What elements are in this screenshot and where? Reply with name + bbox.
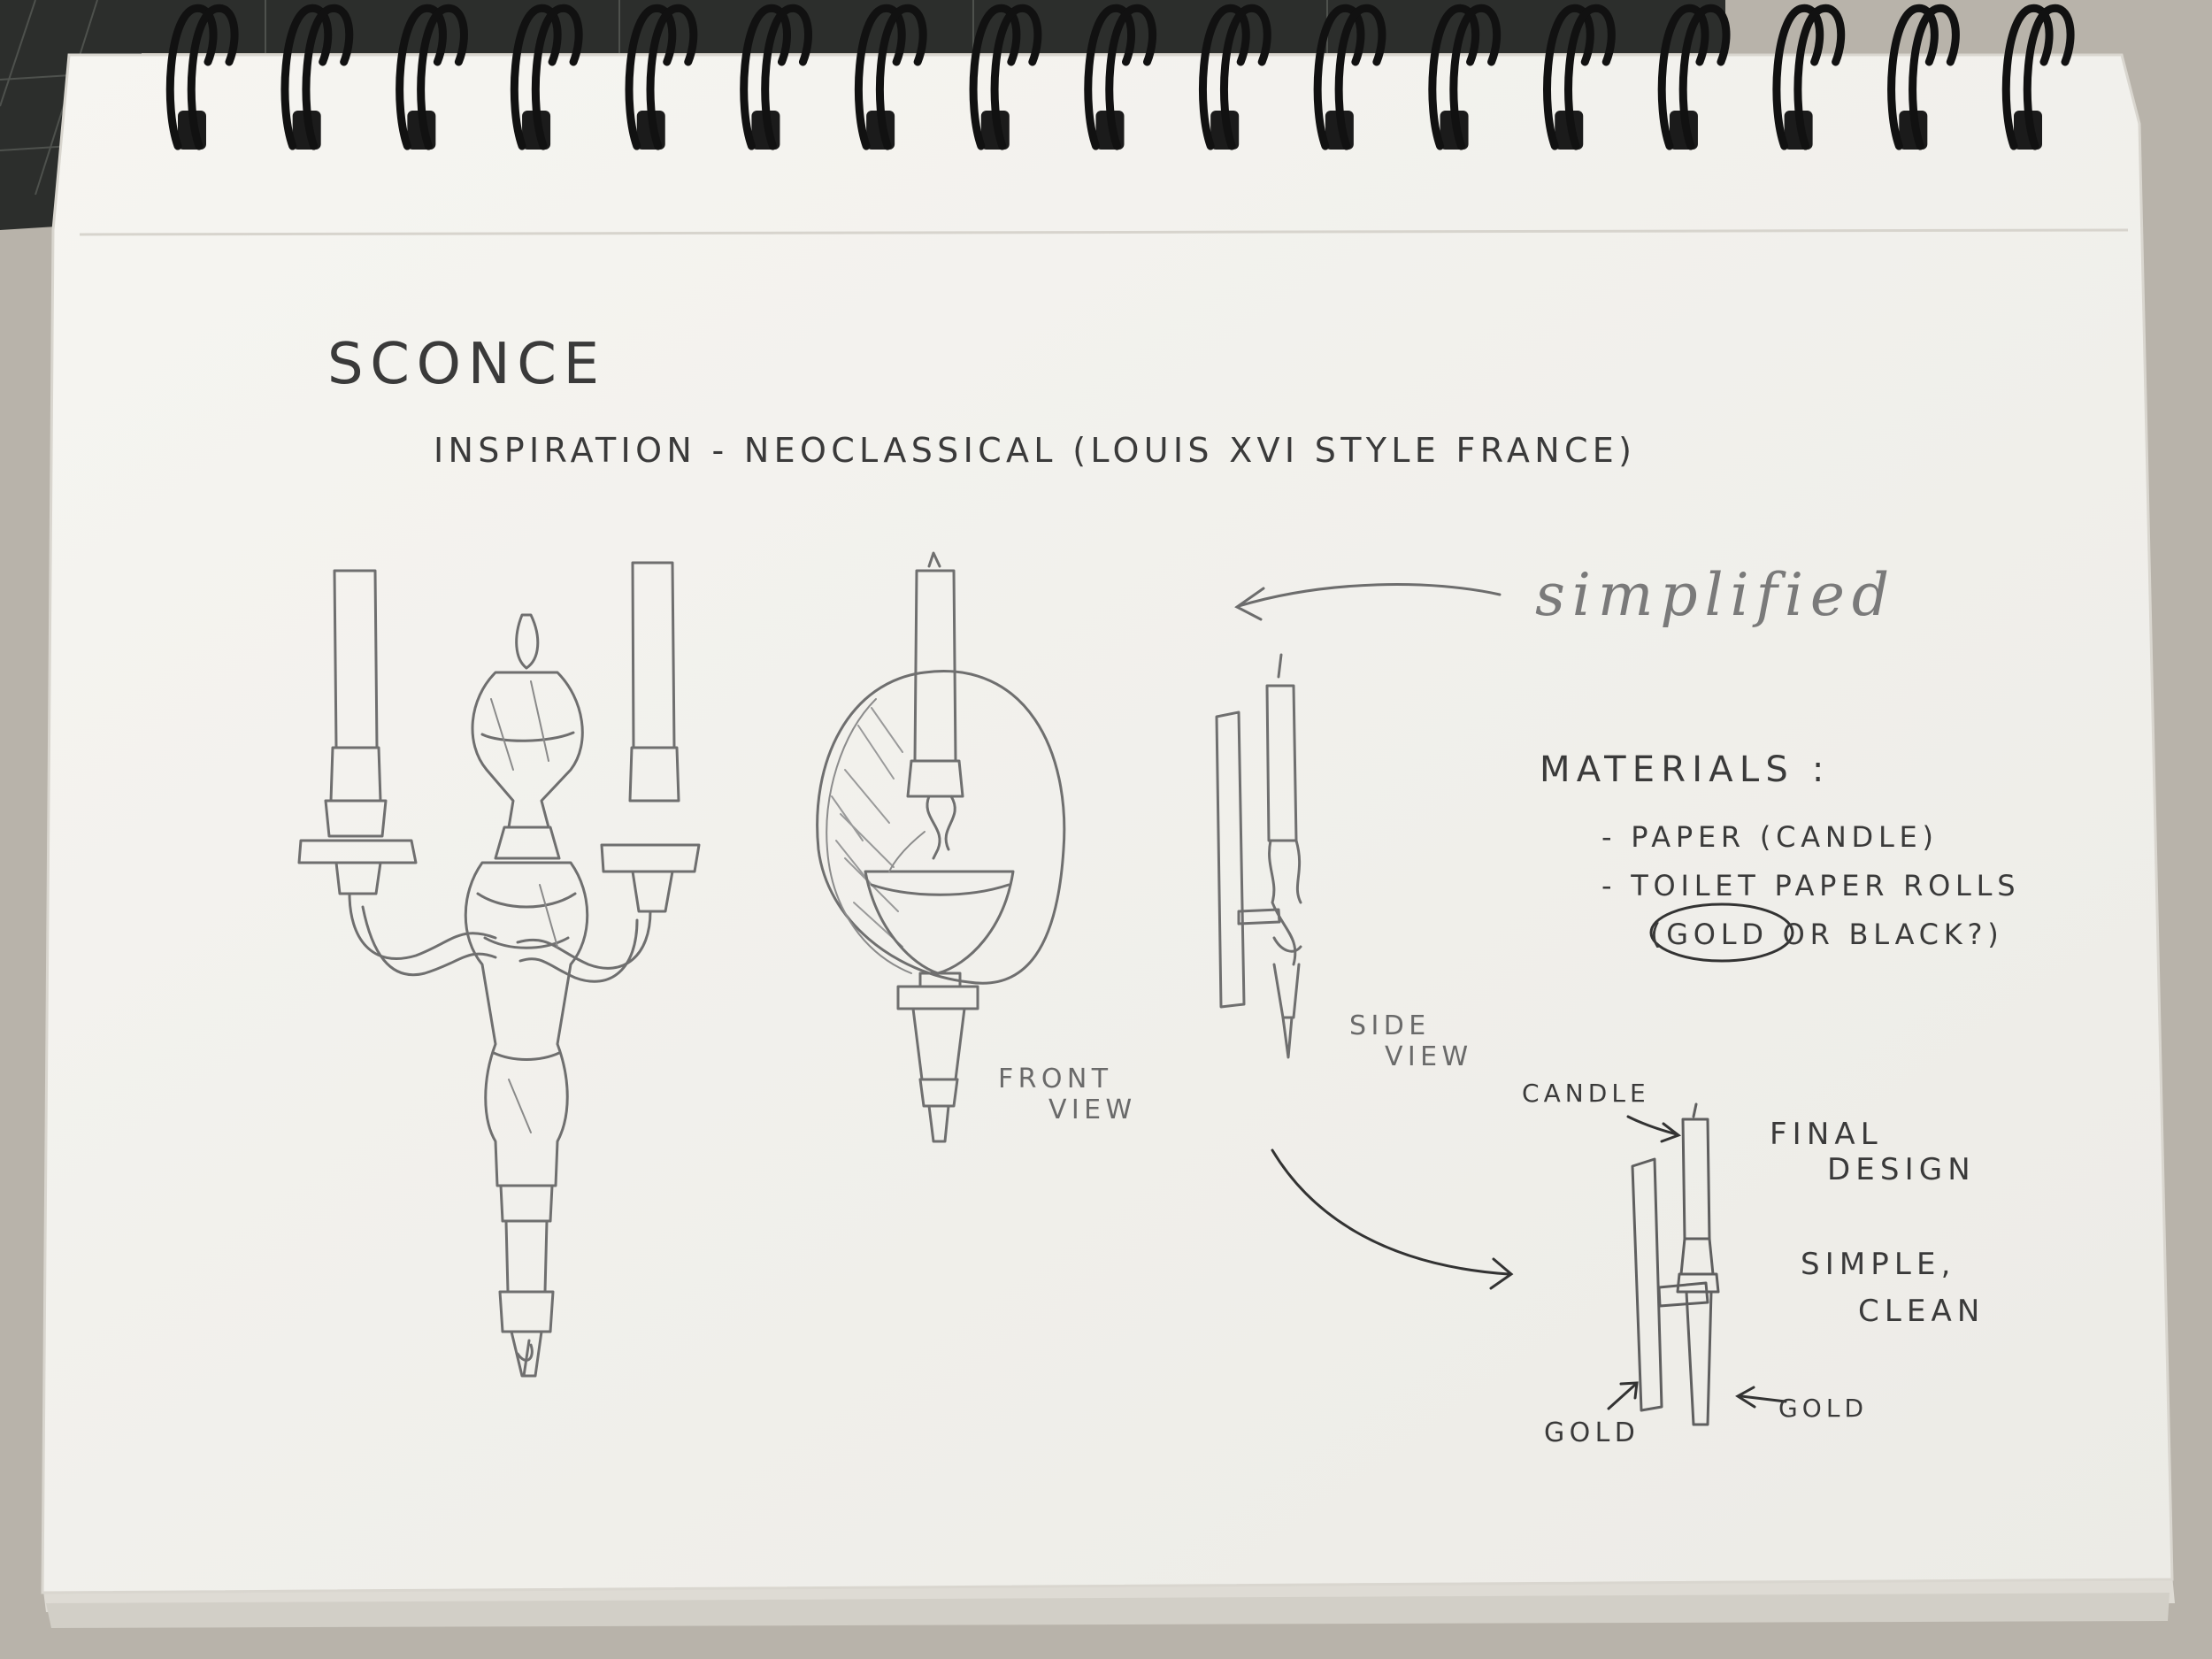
final-design-arrow [1271, 1148, 1514, 1290]
spiral-coil [510, 4, 562, 150]
spiral-coil [761, 4, 812, 150]
spiral-coil [854, 4, 906, 150]
spiral-coil [187, 4, 239, 150]
spiral-coil [2023, 4, 2075, 150]
perforation-line [79, 228, 2129, 236]
gold-circle [1649, 902, 1794, 963]
spiral-coil [417, 4, 468, 150]
spiral-coil [625, 4, 677, 150]
side-view-label-line2: VIEW [1385, 1041, 1473, 1072]
spiral-coil [1198, 4, 1250, 150]
front-view-label-line2: VIEW [1048, 1094, 1137, 1125]
ornate-sconce-sketch [297, 561, 701, 1378]
final-design-sketch [1631, 1102, 1720, 1426]
spiral-coil [280, 4, 333, 150]
spiral-coil [875, 4, 927, 150]
spiral-coil [2001, 4, 2054, 150]
front-view-label-line1: FRONT [998, 1064, 1113, 1094]
side-view-label-line1: SIDE [1349, 1010, 1431, 1041]
simplified-label: simplified [1535, 561, 1897, 629]
spiral-coil [396, 4, 447, 150]
spiral-coil [969, 4, 1021, 150]
spiral-coil [1334, 4, 1386, 150]
spiral-coil [646, 4, 698, 150]
spiral-coil [1772, 4, 1824, 150]
spiral-coil [1543, 4, 1594, 150]
spiral-coil [302, 4, 354, 150]
spiral-coil [1105, 4, 1156, 150]
spiral-coil [740, 4, 791, 150]
final-gold-right-label: GOLD [1778, 1394, 1869, 1423]
materials-item-paper: - PAPER (CANDLE) [1601, 820, 1939, 854]
spiral-coil [1657, 4, 1709, 150]
paper-sheet [41, 53, 2174, 1594]
final-gold-left-label: GOLD [1544, 1417, 1640, 1448]
spiral-coil [1313, 4, 1365, 150]
sketch-title: SCONCE [327, 332, 606, 397]
final-notes-line2: CLEAN [1858, 1294, 1985, 1329]
materials-item-colors: (GOLD OR BLACK?) [1650, 918, 2004, 951]
materials-heading: MATERIALS : [1540, 749, 1831, 790]
inspiration-note: INSPIRATION - NEOCLASSICAL (LOUIS XVI ST… [434, 431, 1637, 470]
simplified-arrow [1234, 583, 1502, 621]
spiral-coil [1909, 4, 1960, 150]
spiral-coil [165, 4, 218, 150]
spiral-coil [1428, 4, 1480, 150]
front-view-sketch [816, 551, 1066, 1143]
spiral-coil [1449, 4, 1502, 150]
spiral-coil [1887, 4, 1939, 150]
page-stack-edge-2 [46, 1593, 2170, 1628]
spiral-coil [990, 4, 1042, 150]
final-candle-label: CANDLE [1522, 1079, 1650, 1108]
materials-item-toilet-rolls: - TOILET PAPER ROLLS [1601, 869, 2021, 902]
spiral-coil [1564, 4, 1616, 150]
spiral-coil [531, 4, 583, 150]
final-design-title-line1: FINAL [1770, 1117, 1883, 1152]
spiral-coil [1678, 4, 1731, 150]
spiral-binding [165, 4, 2075, 150]
final-label-arrows [1607, 1115, 1787, 1410]
spiral-coil [1793, 4, 1846, 150]
spiral-coil [1219, 4, 1271, 150]
final-design-title-line2: DESIGN [1827, 1152, 1976, 1187]
side-view-sketch [1215, 653, 1302, 1059]
final-notes-line1: SIMPLE, [1801, 1247, 1956, 1282]
spiral-coil [1084, 4, 1135, 150]
